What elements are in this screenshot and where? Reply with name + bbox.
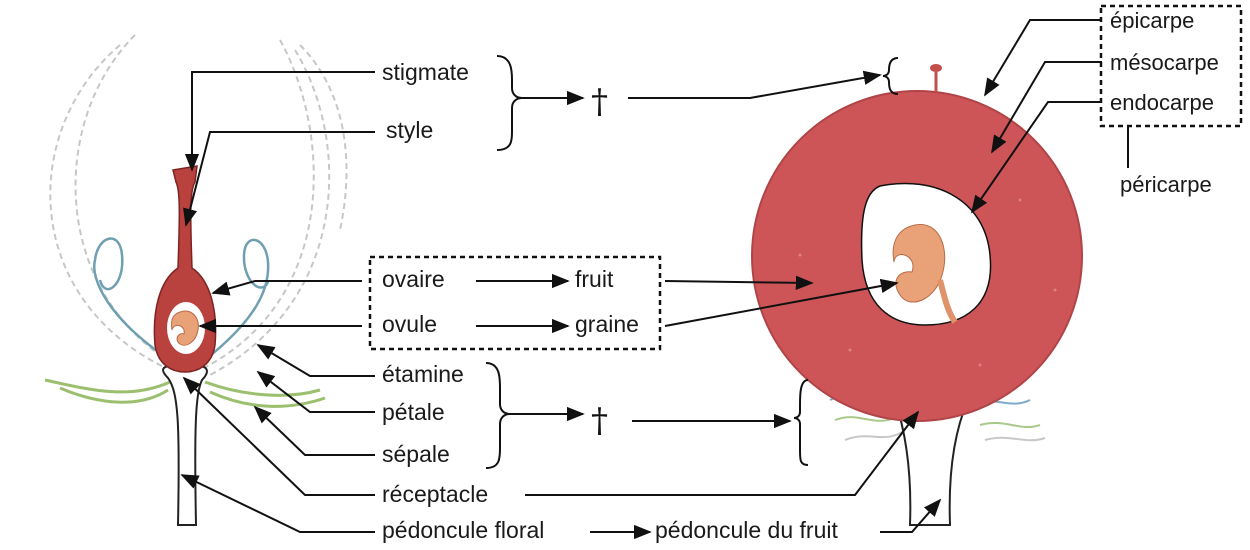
- label-etamine: étamine: [382, 361, 464, 387]
- label-pedoncule-fruit: pédoncule du fruit: [655, 517, 838, 543]
- label-stigmate: stigmate: [382, 59, 469, 85]
- dagger-top: †: [591, 82, 608, 122]
- brace-stigma-style: [497, 56, 522, 150]
- flower-pedicel: [163, 366, 207, 525]
- brace-fruit-bottom: [794, 380, 808, 465]
- label-pedoncule-floral: pédoncule floral: [382, 517, 544, 543]
- brace-floral-parts: [486, 363, 510, 468]
- fruit-illustration: [752, 64, 1082, 525]
- label-ovule: ovule: [382, 311, 437, 337]
- dagger-bottom: †: [591, 401, 608, 441]
- stigma-remnant-tip: [930, 64, 942, 72]
- label-fruit: fruit: [575, 266, 614, 292]
- label-graine: graine: [575, 311, 639, 337]
- label-pericarpe: péricarpe: [1120, 172, 1212, 197]
- label-ovaire: ovaire: [382, 266, 445, 292]
- label-petale: pétale: [382, 399, 445, 425]
- label-mesocarpe: mésocarpe: [1110, 50, 1219, 75]
- label-style: style: [386, 117, 433, 143]
- label-epicarpe: épicarpe: [1110, 8, 1194, 33]
- brace-fruit-top: [883, 58, 898, 94]
- label-sepale: sépale: [382, 441, 450, 467]
- label-receptacle: réceptacle: [382, 481, 488, 507]
- label-endocarpe: endocarpe: [1110, 90, 1214, 115]
